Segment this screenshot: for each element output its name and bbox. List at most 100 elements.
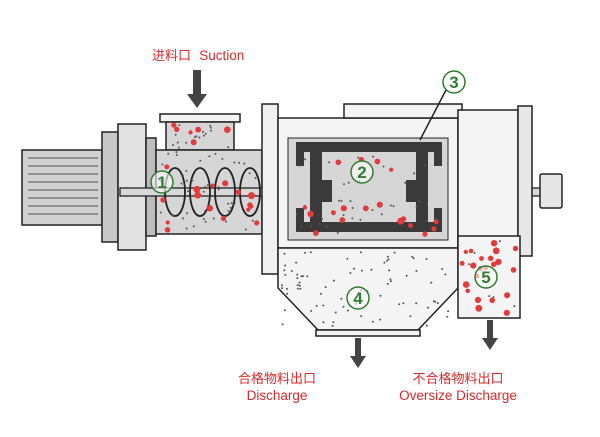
fine-particle [342, 305, 345, 308]
suction-label-en: Suction [199, 48, 245, 63]
fine-particle [309, 251, 312, 254]
end-flange [457, 109, 519, 251]
fine-particle [198, 136, 201, 139]
oversize-particle [313, 230, 319, 237]
oversize-particle [479, 256, 484, 261]
fine-particle [202, 130, 204, 133]
fine-particle [379, 294, 382, 297]
oversize-particle [340, 205, 347, 212]
svg-text:2: 2 [357, 163, 366, 182]
fine-particle [172, 144, 174, 147]
fine-particle [347, 309, 349, 312]
flow-arrows [187, 70, 498, 368]
oversize-particle [330, 210, 336, 216]
fine-particle [299, 287, 302, 290]
fine-particle [283, 269, 286, 272]
fine-particle [436, 302, 439, 305]
fine-particle [379, 318, 382, 321]
fine-particle [372, 155, 375, 158]
fine-particle [411, 255, 414, 258]
oversize-particle [220, 215, 227, 222]
callout-3-leader [419, 89, 447, 141]
fine-particle [204, 220, 207, 223]
svg-text:1: 1 [157, 173, 166, 192]
fine-particle [199, 159, 202, 162]
fine-particle [284, 264, 287, 267]
oversize-particle [465, 288, 471, 294]
fine-particle [204, 210, 207, 213]
fine-particle [221, 157, 224, 160]
discharge-label: 合格物料出口 Discharge [238, 372, 316, 403]
svg-text:5: 5 [481, 268, 490, 287]
fine-particle [176, 141, 179, 144]
fine-particle [321, 218, 323, 220]
fine-particle [390, 280, 392, 283]
fine-particle [434, 217, 437, 220]
fine-particle [185, 169, 188, 172]
fine-particle [402, 302, 405, 305]
shaft-end [539, 173, 563, 209]
fine-particle [281, 323, 284, 326]
oversize-label-en: Oversize Discharge [399, 388, 517, 403]
fine-particle [296, 287, 299, 290]
end-plate [517, 105, 533, 257]
fine-particle [310, 225, 313, 228]
fine-particle [209, 124, 212, 127]
oversize-particle [171, 122, 177, 128]
fine-particle [405, 274, 408, 277]
fine-particle [332, 279, 335, 282]
fine-particle [195, 135, 198, 138]
fine-particle [347, 181, 350, 184]
oversize-particle [246, 207, 251, 212]
fine-particle [286, 287, 288, 290]
fine-particle [415, 269, 418, 272]
oversize-particle [400, 216, 407, 222]
motor [21, 123, 157, 251]
fine-particle [185, 179, 188, 182]
oversize-particle [470, 262, 477, 269]
connecting-flange [261, 103, 279, 275]
fine-particle [388, 269, 391, 272]
fine-particle [418, 200, 421, 202]
fine-particle [404, 181, 407, 184]
fine-particle [202, 218, 205, 221]
oversize-particle [431, 226, 437, 232]
fine-particle [380, 213, 383, 216]
inlet-hopper [159, 113, 241, 151]
fine-particle [171, 214, 174, 217]
fine-particle [175, 154, 178, 156]
fine-particle [424, 164, 427, 167]
oversize-particle [468, 248, 474, 254]
callout-2: 2 [350, 160, 374, 184]
oversize-particle [165, 220, 170, 225]
fine-particle [204, 132, 207, 135]
fine-particle [393, 251, 396, 254]
fine-particle [359, 251, 362, 254]
fine-particle [187, 190, 189, 193]
fine-particle [346, 257, 349, 260]
oversize-label-zh: 不合格物料出口 [412, 372, 504, 387]
fine-particle [322, 304, 325, 307]
fine-particle [351, 217, 354, 220]
oversize-particle [339, 217, 346, 223]
fine-particle [412, 257, 415, 260]
fine-particle [336, 231, 339, 234]
fine-particle [304, 251, 306, 254]
fine-particle [318, 222, 321, 225]
fine-particle [202, 134, 205, 137]
fine-particle [298, 281, 301, 284]
fine-particle [296, 277, 299, 280]
fine-particle [206, 184, 209, 187]
svg-text:4: 4 [353, 289, 363, 308]
fine-particle [193, 136, 196, 139]
oversize-particle [389, 167, 394, 172]
fine-particle [389, 204, 392, 207]
fine-particle [353, 267, 356, 270]
fine-particle [386, 259, 389, 262]
fine-particle [304, 158, 307, 161]
fine-particle [296, 273, 299, 276]
fine-particle [300, 275, 303, 278]
fine-particle [208, 155, 211, 158]
fine-particle [210, 129, 212, 132]
